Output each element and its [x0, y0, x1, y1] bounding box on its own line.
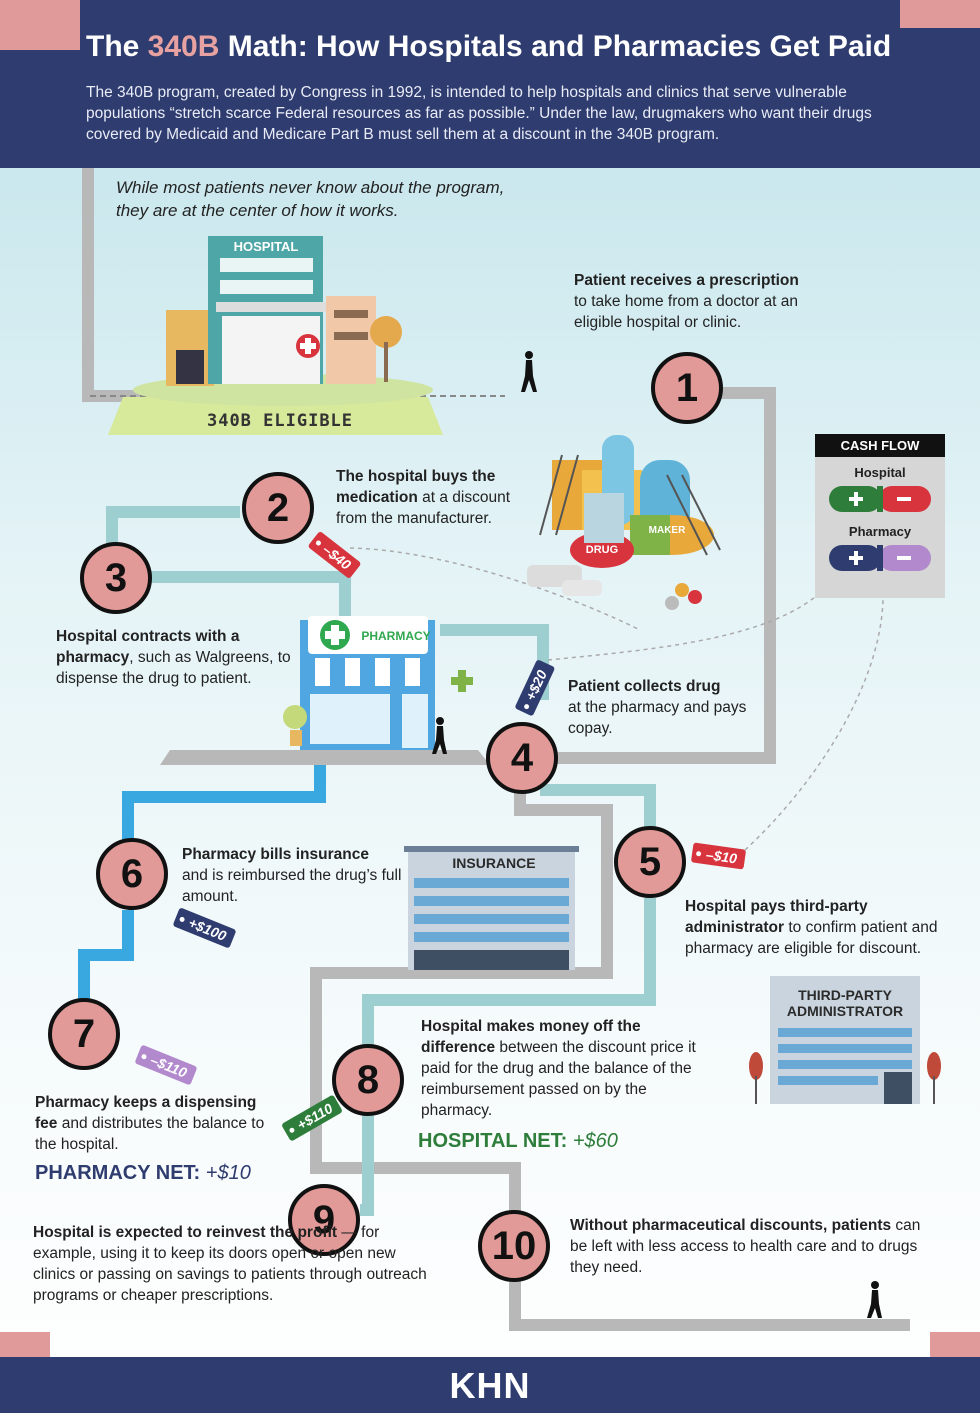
pharmacy-cash-pill — [829, 545, 931, 571]
eligible-label: 340B ELIGIBLE — [207, 411, 353, 431]
hospital-cash-pill — [829, 486, 931, 512]
step-1-badge: 1 — [651, 352, 723, 424]
step-3-badge: 3 — [80, 542, 152, 614]
pharmacy-net: PHARMACY NET: +$10 — [35, 1162, 251, 1184]
maker-label: MAKER — [649, 525, 686, 536]
step-2-text: The hospital buys the medication at a di… — [336, 468, 511, 527]
step-2-badge: 2 — [242, 472, 314, 544]
pharmacy-sign: PHARMACY — [361, 629, 430, 643]
corner-decoration — [900, 0, 980, 28]
page-title: The 340B Math: How Hospitals and Pharmac… — [86, 30, 892, 63]
hospital-sign: HOSPITAL — [234, 239, 299, 254]
khn-logo: KHN — [449, 1365, 531, 1406]
cash-flow-legend: CASH FLOW Hospital Pharmacy — [815, 434, 945, 598]
insurance-sign: INSURANCE — [452, 855, 535, 871]
intro-paragraph: The 340B program, created by Congress in… — [86, 84, 872, 143]
tpa-sign-line1: THIRD-PARTY — [798, 987, 893, 1003]
step-6-badge: 6 — [96, 838, 168, 910]
step-4-badge: 4 — [486, 722, 558, 794]
drug-label: DRUG — [586, 544, 618, 556]
step-3-text: Hospital contracts with a pharmacy, such… — [56, 628, 291, 687]
hospital-net: HOSPITAL NET: +$60 — [418, 1130, 618, 1152]
step-7-text: Pharmacy keeps a dispensing fee and dist… — [35, 1094, 265, 1153]
step-5-badge: 5 — [614, 826, 686, 898]
patient-icon — [867, 1281, 882, 1318]
hospital-illustration: HOSPITAL 340B ELIGIBLE — [108, 236, 443, 435]
step-7-badge: 7 — [48, 998, 120, 1070]
header-band — [0, 0, 980, 168]
step-5-text: Hospital pays third-party administrator … — [685, 898, 938, 957]
step-9-text: Hospital is expected to reinvest the pro… — [33, 1224, 427, 1304]
tpa-building: THIRD-PARTY ADMINISTRATOR — [749, 976, 941, 1104]
intro-italic: While most patients never know about the… — [116, 178, 505, 220]
corner-decoration — [0, 0, 80, 50]
footer-band — [0, 1357, 980, 1413]
step-10-text: Without pharmaceutical discounts, patien… — [570, 1217, 921, 1276]
step-10-badge: 10 — [478, 1210, 550, 1282]
step-9-badge: 9 — [288, 1184, 360, 1256]
insurance-building: INSURANCE — [404, 846, 579, 970]
cash-flow-pharmacy-label: Pharmacy — [848, 524, 912, 539]
drugmaker-illustration: DRUG MAKER — [527, 435, 721, 610]
step-8-text: Hospital makes money off the difference … — [421, 1018, 696, 1119]
patient-icon — [521, 351, 537, 392]
tpa-sign-line2: ADMINISTRATOR — [787, 1003, 903, 1019]
patient-icon — [432, 717, 447, 754]
cash-flow-title: CASH FLOW — [815, 434, 945, 457]
pharmacy-illustration: PHARMACY — [160, 616, 490, 765]
cash-flow-hospital-label: Hospital — [854, 465, 906, 480]
step-8-badge: 8 — [332, 1044, 404, 1116]
